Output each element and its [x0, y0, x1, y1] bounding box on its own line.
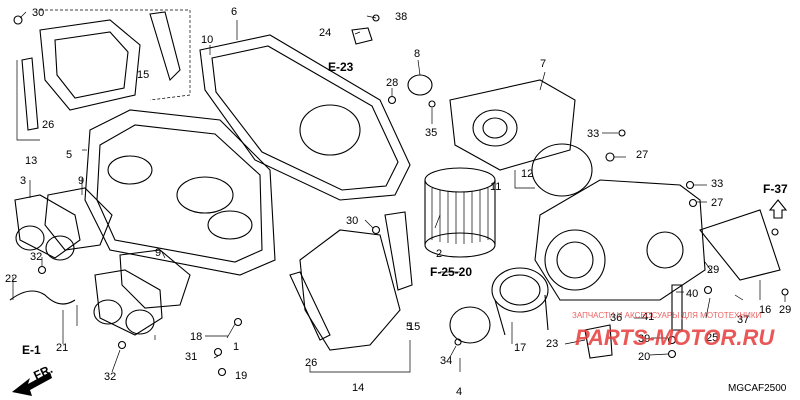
part-label: 24 — [319, 27, 331, 39]
part-label: 13 — [25, 155, 37, 167]
part-label: 30 — [32, 7, 44, 19]
part-label: 15 — [408, 321, 420, 333]
diagram-code: MGCAF2500 — [728, 383, 787, 394]
fasteners — [13, 14, 789, 377]
left-intake-duct-lower — [93, 269, 163, 336]
part-label: 40 — [686, 288, 698, 300]
watermark-brand: PARTS-MOTOR.RU — [575, 325, 775, 350]
seal-ring — [531, 143, 593, 197]
part-label: 20 — [638, 351, 650, 363]
part-label: 34 — [440, 355, 452, 367]
gaskets — [44, 187, 191, 309]
front-arrow — [12, 372, 52, 396]
upper-cover-group — [16, 9, 191, 141]
part-label: 2 — [436, 248, 442, 260]
ref-front: FR. — [31, 362, 54, 383]
part-label: 32 — [30, 251, 42, 263]
part-label: 16 — [759, 304, 771, 316]
part-label: 28 — [386, 77, 398, 89]
part-label: 26 — [42, 119, 54, 131]
part-label: 8 — [414, 48, 420, 60]
filter-cover — [449, 79, 576, 171]
part-label: 19 — [235, 370, 247, 382]
leader-lines — [12, 11, 786, 373]
left-intake-duct-upper — [14, 194, 81, 261]
ref-e23: E-23 — [328, 60, 354, 74]
watermark-tagline: ЗАПЧАСТИ И АКСЕССУАРЫ ДЛЯ МОТОТЕХНИКИ — [572, 311, 762, 320]
bracket — [584, 324, 613, 359]
part-label: 37 — [737, 314, 749, 326]
part-label: 21 — [56, 342, 68, 354]
part-label: 33 — [711, 178, 723, 190]
part-label: 39 — [638, 333, 650, 345]
part-label: 29 — [707, 264, 719, 276]
air-cleaner-housing — [82, 109, 276, 276]
part-label: 6 — [231, 6, 237, 18]
resonator-chamber — [534, 179, 706, 301]
part-label: 17 — [514, 342, 526, 354]
part-label: 36 — [610, 312, 622, 324]
air-filter-element — [424, 167, 496, 258]
part-label: 27 — [636, 149, 648, 161]
part-label: 11 — [490, 181, 501, 193]
part-label: 23 — [546, 338, 558, 350]
part-label: 18 — [190, 331, 202, 343]
ref-e1: E-1 — [22, 343, 41, 357]
part-label: 9 — [78, 175, 84, 187]
breather-hose — [9, 290, 76, 305]
part-label: 3 — [20, 175, 26, 187]
up-arrow — [768, 199, 788, 219]
part-label: 7 — [540, 58, 546, 70]
part-label: 1 — [233, 341, 239, 353]
part-label: 9 — [155, 247, 161, 259]
part-label: 12 — [521, 168, 533, 180]
part-label: 38 — [395, 11, 407, 23]
part-label: 4 — [456, 386, 462, 398]
part-label: 15 — [137, 69, 149, 81]
part-label: 31 — [185, 351, 197, 363]
part-label: 30 — [346, 215, 358, 227]
part-label: 25 — [706, 332, 718, 344]
intake-duct-tubes — [449, 267, 549, 344]
part-label: 22 — [5, 273, 17, 285]
side-panel — [699, 209, 781, 281]
part-label: 32 — [104, 371, 116, 383]
part-label: 27 — [711, 197, 723, 209]
part-label: 10 — [201, 34, 213, 46]
cap-seal — [407, 74, 433, 96]
part-label: 14 — [352, 382, 364, 394]
ref-f37: F-37 — [763, 182, 788, 196]
part-label: 33 — [587, 128, 599, 140]
ref-f2520: F-25-20 — [430, 265, 472, 279]
part-label: 41 — [642, 311, 654, 323]
part-label: 29 — [779, 304, 791, 316]
part-label: 26 — [305, 357, 317, 369]
part-label: 5 — [66, 149, 72, 161]
part-label: 5 — [406, 321, 412, 333]
top-cover — [199, 20, 411, 201]
part-label: 35 — [425, 127, 437, 139]
side-cover — [289, 211, 413, 373]
small-tube — [671, 284, 683, 331]
